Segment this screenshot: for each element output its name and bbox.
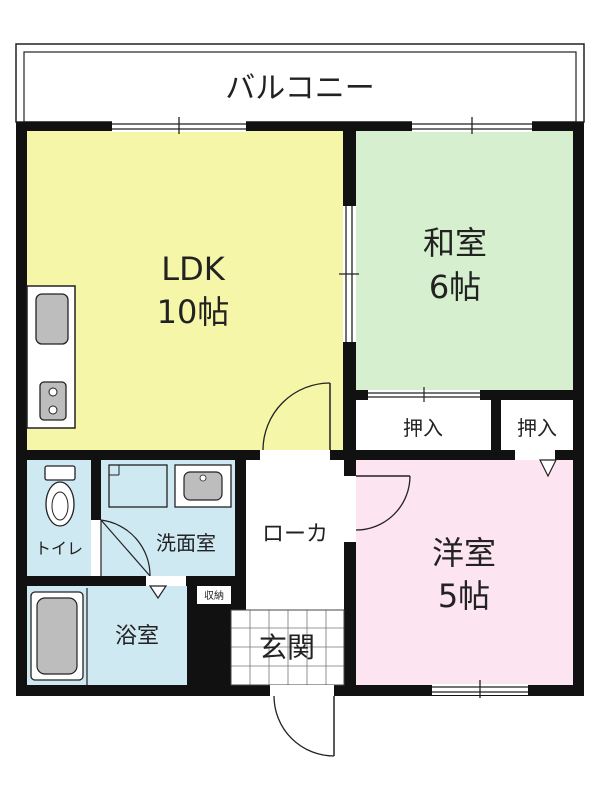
ldk-size: 10帖	[157, 293, 230, 331]
yoshitsu-name: 洋室	[432, 534, 496, 572]
senmenshitsu-label: 洗面室	[156, 531, 216, 555]
toilet-icon	[44, 465, 76, 527]
window-washitsu	[412, 117, 532, 134]
closet-door-oshiire-2	[515, 450, 557, 478]
bathtub-icon	[30, 588, 88, 685]
door-ldk	[260, 382, 331, 460]
door-genkan	[270, 685, 335, 757]
yoshitsu-size: 5帖	[438, 577, 490, 615]
washing-machine-space-icon	[108, 464, 168, 508]
oshiire-1-label: 押入	[403, 416, 443, 440]
door-yoshitsu	[343, 475, 411, 542]
washbasin-icon	[174, 464, 232, 508]
shuno-label: 収納	[204, 589, 224, 602]
yoshitsu-room	[356, 460, 573, 685]
window-ldk	[112, 117, 246, 134]
stove-icon	[39, 381, 67, 421]
oshiire-2-label: 押入	[517, 416, 557, 440]
kitchen-counter	[26, 285, 76, 429]
genkan-label: 玄関	[259, 631, 315, 664]
balcony: バルコニー	[15, 43, 585, 123]
washitsu-name: 和室	[423, 224, 487, 262]
sliding-door-ldk-washitsu	[339, 206, 359, 342]
roka-label: ローカ	[262, 522, 328, 547]
oshiire-2-room	[501, 400, 573, 450]
door-yokushitsu	[146, 576, 186, 600]
yokushitsu-label: 浴室	[115, 624, 159, 649]
toilet-label: トイレ	[35, 539, 83, 558]
ldk-room	[27, 131, 343, 450]
washitsu-room	[356, 131, 573, 390]
window-yoshitsu	[432, 680, 528, 698]
sliding-door-oshiire	[368, 387, 480, 402]
washitsu-size: 6帖	[429, 268, 481, 306]
balcony-label: バルコニー	[225, 71, 374, 106]
shuno-room	[197, 586, 231, 604]
roka-room	[246, 460, 344, 610]
door-senmenshitsu	[91, 519, 151, 577]
genkan-tiles	[231, 610, 344, 685]
kitchen-sink-icon	[35, 293, 69, 345]
ldk-name: LDK	[161, 250, 225, 288]
oshiire-1-room	[356, 400, 491, 450]
